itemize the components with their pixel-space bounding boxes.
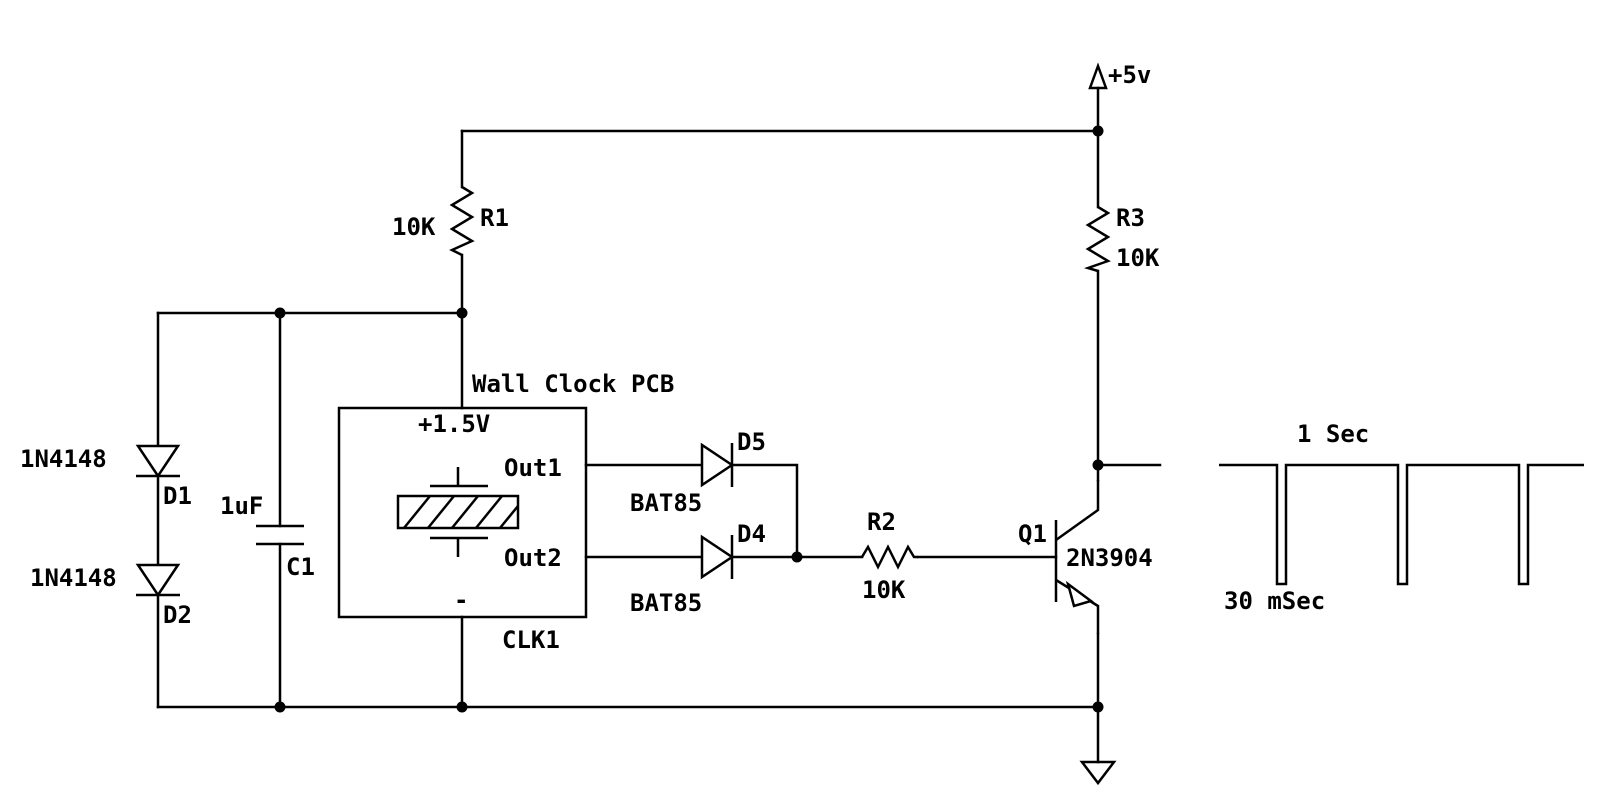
junction-dot <box>274 701 286 713</box>
d4-ref: D4 <box>737 520 766 548</box>
waveform-period-label: 1 Sec <box>1297 420 1369 448</box>
clock-pcb-out1: Out1 <box>504 454 562 482</box>
junction-dot <box>791 551 803 563</box>
r2-ref: R2 <box>867 508 896 536</box>
clock-pcb-plus-pin: +1.5V <box>418 410 490 438</box>
resistor-r2: R2 10K <box>860 508 918 604</box>
diode-d5: D5 BAT85 <box>630 428 766 517</box>
junction-dot <box>1092 459 1104 471</box>
resistor-r1: 10K R1 <box>392 185 509 257</box>
d1-part: 1N4148 <box>20 445 107 473</box>
d1-ref: D1 <box>163 482 192 510</box>
waveform-pulse-label: 30 mSec <box>1224 587 1325 615</box>
supply-arrow-icon <box>1088 62 1108 90</box>
clock-pcb-box <box>337 406 588 619</box>
q1-part: 2N3904 <box>1066 544 1153 572</box>
output-waveform: 1 Sec 30 mSec <box>1219 420 1584 615</box>
q1-ref: Q1 <box>1018 520 1047 548</box>
d2-part: 1N4148 <box>30 564 117 592</box>
resistor-zigzag-icon <box>860 544 918 570</box>
junction-dot <box>1092 701 1104 713</box>
diode-triangle-icon <box>135 563 181 598</box>
r2-value: 10K <box>862 576 906 604</box>
diode-triangle-icon <box>135 444 181 479</box>
diode-d4: D4 BAT85 <box>630 520 766 617</box>
d2-ref: D2 <box>163 601 192 629</box>
r3-value: 10K <box>1116 244 1160 272</box>
d4-part: BAT85 <box>630 589 702 617</box>
d5-part: BAT85 <box>630 489 702 517</box>
d5-out-wire <box>732 463 799 559</box>
ground-icon <box>1079 760 1117 786</box>
diode-d1: 1N4148 D1 <box>20 444 192 510</box>
clock-pcb-out2: Out2 <box>504 544 562 572</box>
capacitor-c1: 1uF C1 <box>220 492 315 581</box>
clock-pcb: Wall Clock PCB +1.5V - Out1 Out2 CLK1 <box>337 370 674 654</box>
emitter-arrow-icon <box>1065 580 1094 608</box>
resistor-zigzag-icon <box>1083 205 1111 273</box>
supply-label: +5v <box>1108 61 1151 89</box>
transistor-collector-icon <box>1055 480 1100 542</box>
r1-value: 10K <box>392 213 436 241</box>
c1-value: 1uF <box>220 492 263 520</box>
transistor-q1: Q1 2N3904 <box>1018 480 1153 634</box>
supply-symbol: +5v <box>1088 61 1151 90</box>
transistor-emitter-icon <box>1055 578 1100 634</box>
r3-ref: R3 <box>1116 204 1145 232</box>
junction-dot <box>456 701 468 713</box>
junction-dot <box>456 307 468 319</box>
waveform-trace <box>1219 463 1584 586</box>
wiring <box>156 86 1162 764</box>
junction-dot <box>1092 125 1104 137</box>
crystal-icon <box>396 467 520 557</box>
diode-triangle-icon <box>700 442 735 488</box>
c1-ref: C1 <box>286 553 315 581</box>
clock-pcb-minus-pin: - <box>454 586 468 614</box>
resistor-r3: R3 10K <box>1083 204 1160 273</box>
junction-dot <box>274 307 286 319</box>
resistor-zigzag-icon <box>449 185 475 257</box>
d5-ref: D5 <box>737 428 766 456</box>
clock-pcb-title: Wall Clock PCB <box>472 370 674 398</box>
junctions <box>274 125 1104 713</box>
clock-pcb-ref: CLK1 <box>502 626 560 654</box>
r1-ref: R1 <box>480 204 509 232</box>
diode-d2: 1N4148 D2 <box>30 563 192 629</box>
diode-triangle-icon <box>700 534 735 580</box>
